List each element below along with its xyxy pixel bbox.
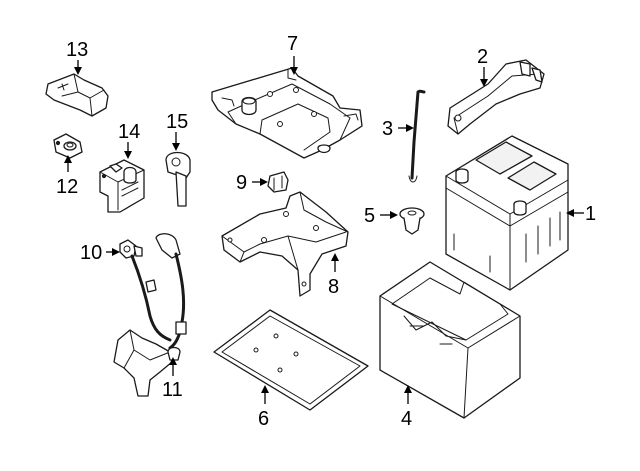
callout-13: 13 bbox=[66, 39, 88, 75]
part-fuse-block bbox=[99, 159, 145, 213]
callout-2: 2 bbox=[477, 46, 488, 87]
callout-label-3: 3 bbox=[382, 118, 393, 140]
callout-6: 6 bbox=[258, 385, 269, 430]
part-terminal-cover bbox=[45, 73, 109, 117]
callout-label-4: 4 bbox=[401, 408, 412, 430]
callout-1: 1 bbox=[566, 203, 596, 225]
callout-label-12: 12 bbox=[56, 176, 78, 198]
callout-label-5: 5 bbox=[364, 205, 375, 227]
callout-label-1: 1 bbox=[585, 203, 596, 225]
part-battery-cable bbox=[113, 233, 187, 397]
part-clip bbox=[267, 171, 289, 193]
callout-15: 15 bbox=[166, 111, 188, 151]
callout-11: 11 bbox=[162, 357, 183, 401]
callout-14: 14 bbox=[118, 121, 140, 159]
callout-10: 10 bbox=[80, 242, 120, 264]
callout-label-15: 15 bbox=[166, 111, 188, 133]
callout-label-11: 11 bbox=[162, 379, 183, 401]
callout-7: 7 bbox=[287, 33, 298, 75]
callout-label-10: 10 bbox=[80, 242, 102, 264]
part-battery-tray bbox=[211, 67, 363, 159]
part-push-clip bbox=[399, 207, 425, 235]
part-hold-down-bracket bbox=[447, 59, 545, 135]
part-battery bbox=[445, 135, 569, 291]
part-tray-support-bracket bbox=[221, 191, 349, 297]
part-sensor bbox=[165, 151, 191, 207]
callout-label-8: 8 bbox=[328, 276, 339, 298]
callout-label-2: 2 bbox=[477, 46, 488, 68]
part-battery-box bbox=[379, 261, 521, 419]
callout-3: 3 bbox=[382, 118, 414, 140]
callout-label-7: 7 bbox=[287, 33, 298, 55]
callout-label-9: 9 bbox=[236, 172, 247, 194]
callout-8: 8 bbox=[328, 253, 339, 298]
callout-label-14: 14 bbox=[118, 121, 140, 143]
callout-label-13: 13 bbox=[66, 39, 88, 61]
callout-label-6: 6 bbox=[258, 408, 269, 430]
callout-5: 5 bbox=[364, 205, 398, 227]
callout-4: 4 bbox=[401, 385, 412, 430]
callout-9: 9 bbox=[236, 172, 268, 194]
part-terminal-nut bbox=[53, 133, 83, 159]
part-hold-down-rod bbox=[408, 89, 426, 183]
part-battery-tray-pad bbox=[213, 309, 369, 411]
callout-12: 12 bbox=[56, 155, 78, 198]
